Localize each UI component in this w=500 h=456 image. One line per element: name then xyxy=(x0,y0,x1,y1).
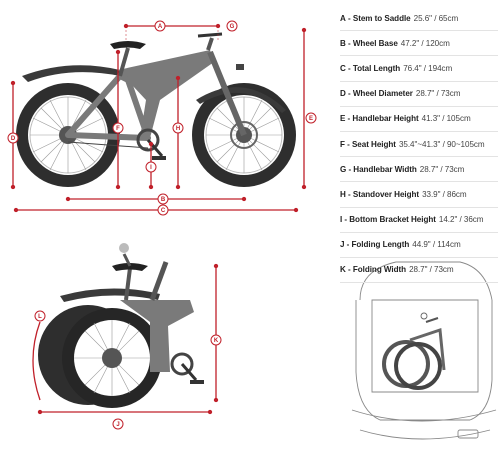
label-marker-h: H xyxy=(172,122,184,134)
spec-name: Folding Width xyxy=(352,265,407,275)
spec-value: 47.2" / 120cm xyxy=(400,38,450,48)
label-marker-b: B xyxy=(157,193,169,205)
spec-value: 44.9" / 114cm xyxy=(412,240,461,250)
marker-text-f: F xyxy=(116,126,120,132)
spec-letter: B xyxy=(340,38,346,48)
spec-name: Seat Height xyxy=(351,139,396,149)
marker-text-i: I xyxy=(150,165,152,171)
spec-letter: C xyxy=(340,63,346,73)
label-marker-a: A xyxy=(154,20,166,32)
label-marker-k: K xyxy=(210,334,222,346)
spec-value: 28.7" / 73cm xyxy=(419,164,465,174)
spec-name: Handlebar Width xyxy=(353,164,417,174)
label-marker-e: E xyxy=(305,112,317,124)
spec-value: 28.7" / 73cm xyxy=(415,89,461,99)
spec-letter: F xyxy=(340,139,345,149)
spec-letter: D xyxy=(340,89,346,99)
marker-text-b: B xyxy=(161,197,166,203)
spec-name: Handlebar Height xyxy=(352,114,419,124)
spec-value: 14.2" / 36cm xyxy=(438,215,484,225)
spec-value: 33.9" / 86cm xyxy=(422,189,467,199)
label-marker-l: L xyxy=(34,310,46,322)
marker-text-d: D xyxy=(11,136,16,142)
label-marker-g: G xyxy=(226,20,238,32)
spec-letter: J xyxy=(340,240,345,250)
spec-letter: I xyxy=(340,215,343,225)
marker-text-c: C xyxy=(161,208,166,214)
marker-text-e: E xyxy=(309,116,313,122)
frame xyxy=(65,32,247,141)
label-marker-d: D xyxy=(7,132,19,144)
label-marker-i: I xyxy=(145,161,157,173)
label-marker-c: C xyxy=(157,204,169,216)
spec-letter: K xyxy=(340,265,346,275)
marker-text-h: H xyxy=(176,126,180,132)
folded-front-wheel xyxy=(62,308,162,408)
spec-value: 28.7" / 73cm xyxy=(409,265,454,275)
spec-name: Folding Length xyxy=(351,240,410,250)
marker-text-l: L xyxy=(38,314,42,320)
spec-letter: A xyxy=(340,13,346,23)
spec-name: Total Length xyxy=(352,63,401,73)
label-marker-f: F xyxy=(112,122,124,134)
spec-value: 25.6" / 65cm xyxy=(413,13,459,23)
unfolded-bike xyxy=(10,23,307,213)
spec-name: Standover Height xyxy=(352,189,420,199)
folded-bike xyxy=(32,243,219,415)
spec-name: Stem to Saddle xyxy=(352,13,411,23)
spec-name: Bottom Bracket Height xyxy=(349,215,436,225)
marker-text-j: J xyxy=(116,422,119,428)
spec-letter: E xyxy=(340,114,346,124)
spec-value: 35.4"~41.3" / 90~105cm xyxy=(398,139,485,149)
car-trunk-sketch xyxy=(351,261,497,440)
spec-value: 41.3" / 105cm xyxy=(421,114,471,124)
spec-value: 76.4" / 194cm xyxy=(403,63,453,73)
marker-text-g: G xyxy=(230,24,235,30)
marker-text-a: A xyxy=(158,24,163,30)
marker-text-k: K xyxy=(214,338,219,344)
label-markers: A G B C D E F H I J K L xyxy=(7,20,317,430)
spec-name: Wheel Diameter xyxy=(352,89,413,99)
label-marker-j: J xyxy=(112,418,124,430)
spec-letter: G xyxy=(340,164,347,174)
spec-letter: H xyxy=(340,189,346,199)
spec-name: Wheel Base xyxy=(352,38,398,48)
